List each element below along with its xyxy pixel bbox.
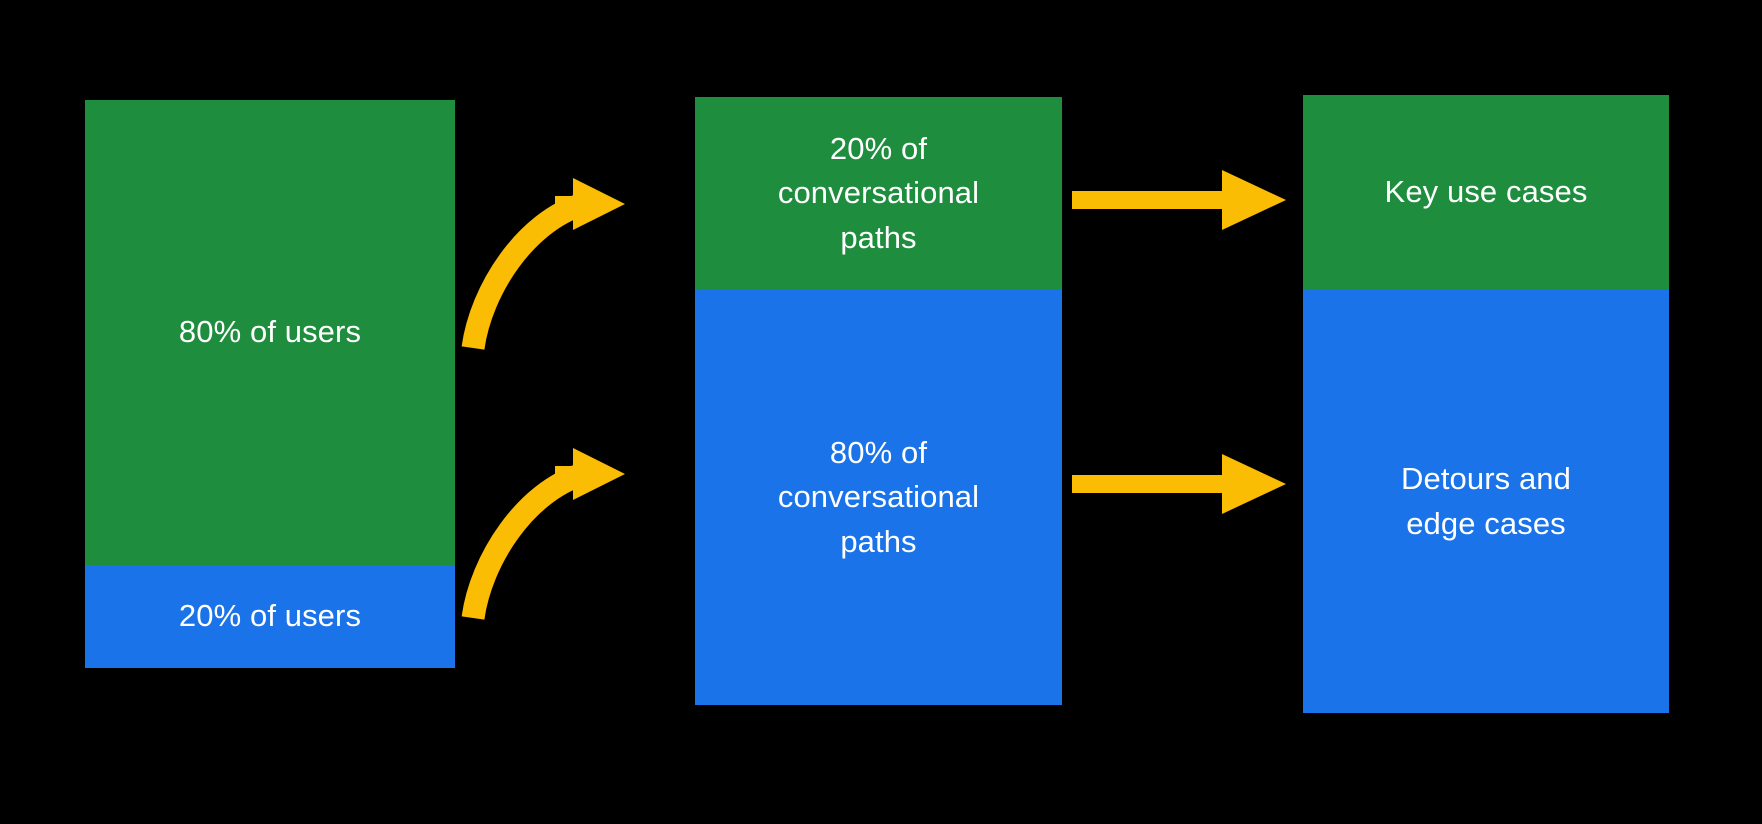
column-users: 80% of users 20% of users: [85, 100, 455, 668]
segment-users-minority-label: 20% of users: [178, 598, 362, 634]
curved-arrow-up-icon: [461, 178, 625, 350]
segment-paths-minority: 20% of conversational paths: [695, 97, 1062, 290]
segment-users-majority: 80% of users: [85, 100, 455, 565]
segment-key-use-cases-label: Key use cases: [1384, 174, 1588, 210]
segment-users-minority: 20% of users: [85, 565, 455, 668]
straight-arrow-right-icon: [1072, 454, 1286, 514]
segment-paths-minority-label: 20% of conversational paths: [777, 131, 980, 255]
segment-detours-edge-cases-label: Detours and edge cases: [1401, 461, 1571, 541]
column-outcomes: Key use cases Detours and edge cases: [1303, 95, 1669, 713]
segment-paths-majority: 80% of conversational paths: [695, 290, 1062, 705]
segment-detours-edge-cases: Detours and edge cases: [1303, 290, 1669, 713]
straight-arrow-right-icon: [1072, 170, 1286, 230]
column-conversational-paths: 20% of conversational paths 80% of conve…: [695, 97, 1062, 705]
curved-arrow-up-icon: [461, 448, 625, 620]
segment-key-use-cases: Key use cases: [1303, 95, 1669, 290]
segment-paths-majority-label: 80% of conversational paths: [777, 435, 980, 559]
segment-users-majority-label: 80% of users: [178, 314, 362, 350]
